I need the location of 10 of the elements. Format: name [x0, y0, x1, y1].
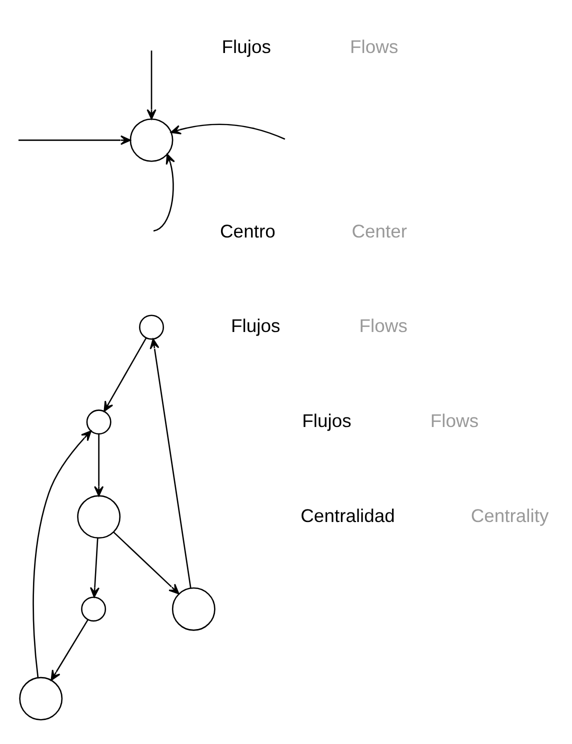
label: Flujos [230, 315, 280, 336]
label: Flujos [222, 36, 271, 57]
label: Flows [350, 36, 398, 57]
label: Centrality [470, 504, 549, 526]
label: Flujos [302, 410, 352, 431]
label: Centralidad [300, 504, 395, 526]
label: Flows [430, 410, 479, 431]
label: Center [352, 220, 408, 242]
label: Flows [359, 315, 408, 336]
label: Centro [220, 220, 276, 242]
